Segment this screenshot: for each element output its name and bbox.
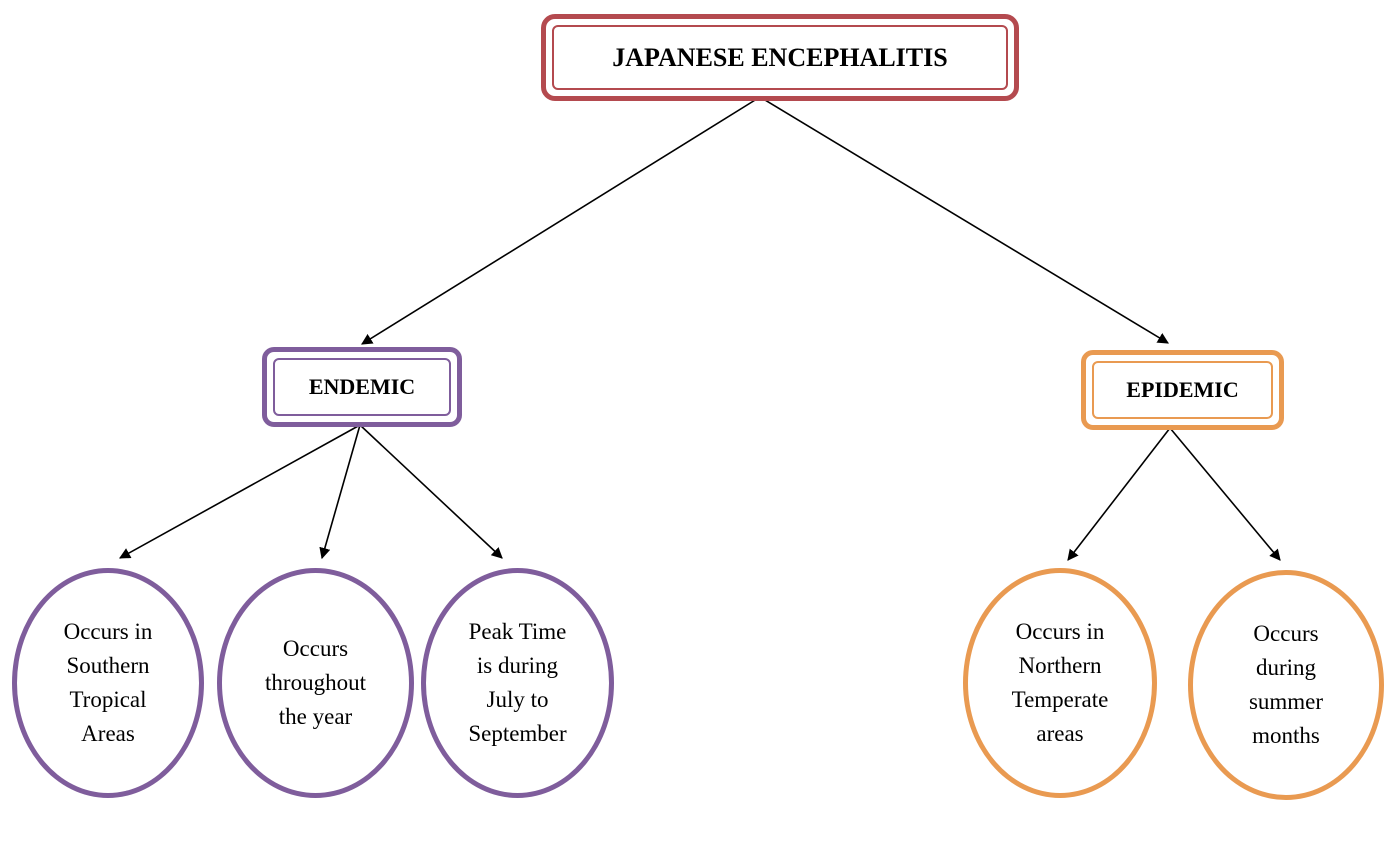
epidemic-item-label: Occurs during summer months — [1248, 621, 1324, 748]
endemic-node-inner-border — [273, 358, 451, 416]
root-node: JAPANESE ENCEPHALITIS — [541, 14, 1019, 101]
arrow-epidemic-to-item-2 — [1169, 427, 1281, 561]
epidemic-item-northern-temperate: Occurs in Northern Temperate areas — [963, 568, 1157, 798]
arrow-endemic-to-item-1 — [119, 424, 361, 559]
endemic-item-southern-tropical: Occurs in Southern Tropical Areas — [12, 568, 204, 798]
arrow-epidemic-to-item-1 — [1067, 427, 1171, 561]
epidemic-node-label: EPIDEMIC — [1126, 377, 1239, 402]
endemic-item-label: Occurs in Southern Tropical Areas — [63, 619, 153, 746]
root-node-inner-border — [552, 25, 1008, 90]
endemic-item-throughout-year: Occurs throughout the year — [217, 568, 414, 798]
endemic-item-label: Peak Time is during July to September — [468, 619, 567, 746]
arrow-root-to-endemic — [361, 96, 761, 345]
epidemic-item-label: Occurs in Northern Temperate areas — [1011, 619, 1109, 746]
endemic-node-label: ENDEMIC — [308, 374, 416, 399]
epidemic-node: EPIDEMIC — [1081, 350, 1284, 430]
epidemic-item-summer-months: Occurs during summer months — [1188, 570, 1384, 800]
root-node-label: JAPANESE ENCEPHALITIS — [612, 42, 948, 72]
arrow-root-to-epidemic — [759, 96, 1169, 344]
arrow-endemic-to-item-3 — [359, 424, 503, 559]
arrow-endemic-to-item-2 — [319, 424, 361, 560]
endemic-item-label: Occurs throughout the year — [265, 636, 366, 729]
endemic-item-peak-time: Peak Time is during July to September — [421, 568, 614, 798]
endemic-node: ENDEMIC — [262, 347, 462, 427]
epidemic-node-inner-border — [1092, 361, 1273, 419]
